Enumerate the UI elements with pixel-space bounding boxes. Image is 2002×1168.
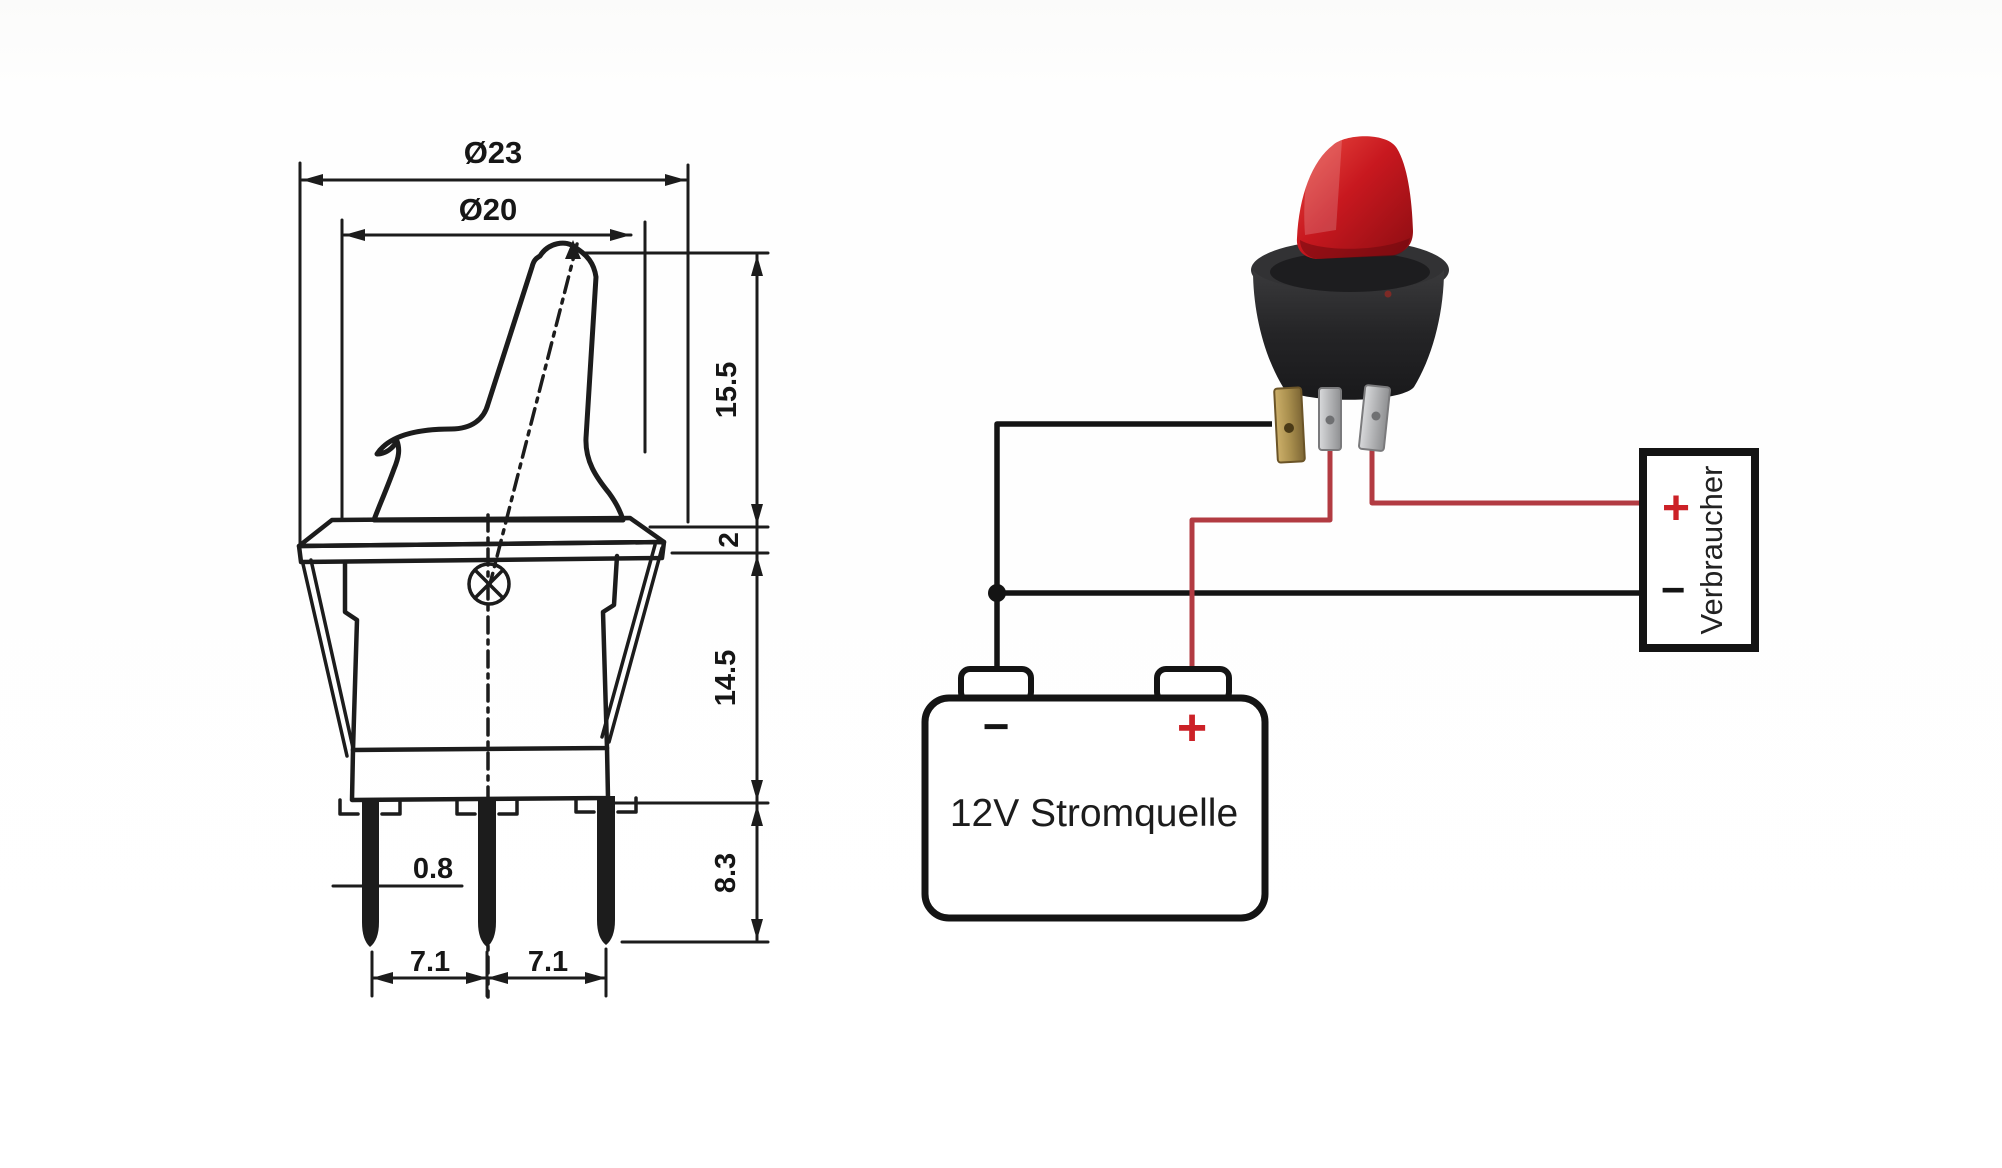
dim-diameter-inner: Ø20 xyxy=(459,192,518,227)
dim-height-upper: 15.5 xyxy=(711,362,743,418)
dimension-lines xyxy=(298,161,770,998)
load-box: + − Verbraucher xyxy=(1639,448,1759,652)
pivot-center-mark xyxy=(467,562,511,606)
body-indicator-dot xyxy=(1384,290,1392,298)
switch-body-outline xyxy=(342,553,620,753)
dim-body-height: 14.5 xyxy=(710,650,742,706)
load-box-rect xyxy=(1639,448,1759,652)
dim-pin-spacing-1: 7.1 xyxy=(410,946,450,978)
switch-pins xyxy=(362,796,615,947)
pin-right xyxy=(597,796,615,945)
battery: − + 12V Stromquelle xyxy=(921,666,1269,922)
switch-dimension-drawing: Ø23 Ø20 15.5 2 14.5 8.3 0.8 7.1 7.1 xyxy=(296,135,770,999)
wire-junction-dot xyxy=(988,584,1006,602)
dimension-arrows xyxy=(302,174,763,984)
pin-mounts xyxy=(338,796,638,816)
knob-highlight xyxy=(1304,140,1342,235)
wire-black-switch-to-battery xyxy=(994,421,1272,671)
rocker-switch-photo xyxy=(1251,136,1449,464)
battery-negative-sign: − xyxy=(983,700,1010,752)
load-positive-sign: + xyxy=(1662,482,1690,535)
dim-diameter-outer: Ø23 xyxy=(464,135,523,170)
base-block xyxy=(349,745,611,803)
knob-tip-point xyxy=(565,240,581,259)
wire-red-switch-to-battery xyxy=(1189,428,1333,670)
wire-red-switch-to-load xyxy=(1369,436,1643,506)
flange xyxy=(296,515,667,565)
load-label: Verbraucher xyxy=(1694,466,1729,635)
dim-pin-thickness: 0.8 xyxy=(413,853,453,885)
rocker-knob-outline xyxy=(371,240,626,523)
knob-base-shadow xyxy=(1300,238,1410,259)
dim-flange-thickness: 2 xyxy=(713,532,744,548)
battery-positive-sign: + xyxy=(1177,699,1207,757)
battery-label: 12V Stromquelle xyxy=(950,792,1238,835)
switch-knob-red xyxy=(1296,136,1413,259)
battery-box xyxy=(921,694,1269,922)
switch-photo-body xyxy=(1253,270,1444,400)
knob-centerline xyxy=(488,242,579,586)
pin-left xyxy=(362,798,379,947)
side-clips xyxy=(301,543,664,758)
pin-middle xyxy=(478,798,496,947)
load-negative-sign: − xyxy=(1661,566,1686,613)
wiring-diagram: − + 12V Stromquelle + − Verbraucher xyxy=(921,136,1759,922)
dim-pin-spacing-2: 7.1 xyxy=(528,946,568,978)
dim-pin-length: 8.3 xyxy=(710,853,742,893)
